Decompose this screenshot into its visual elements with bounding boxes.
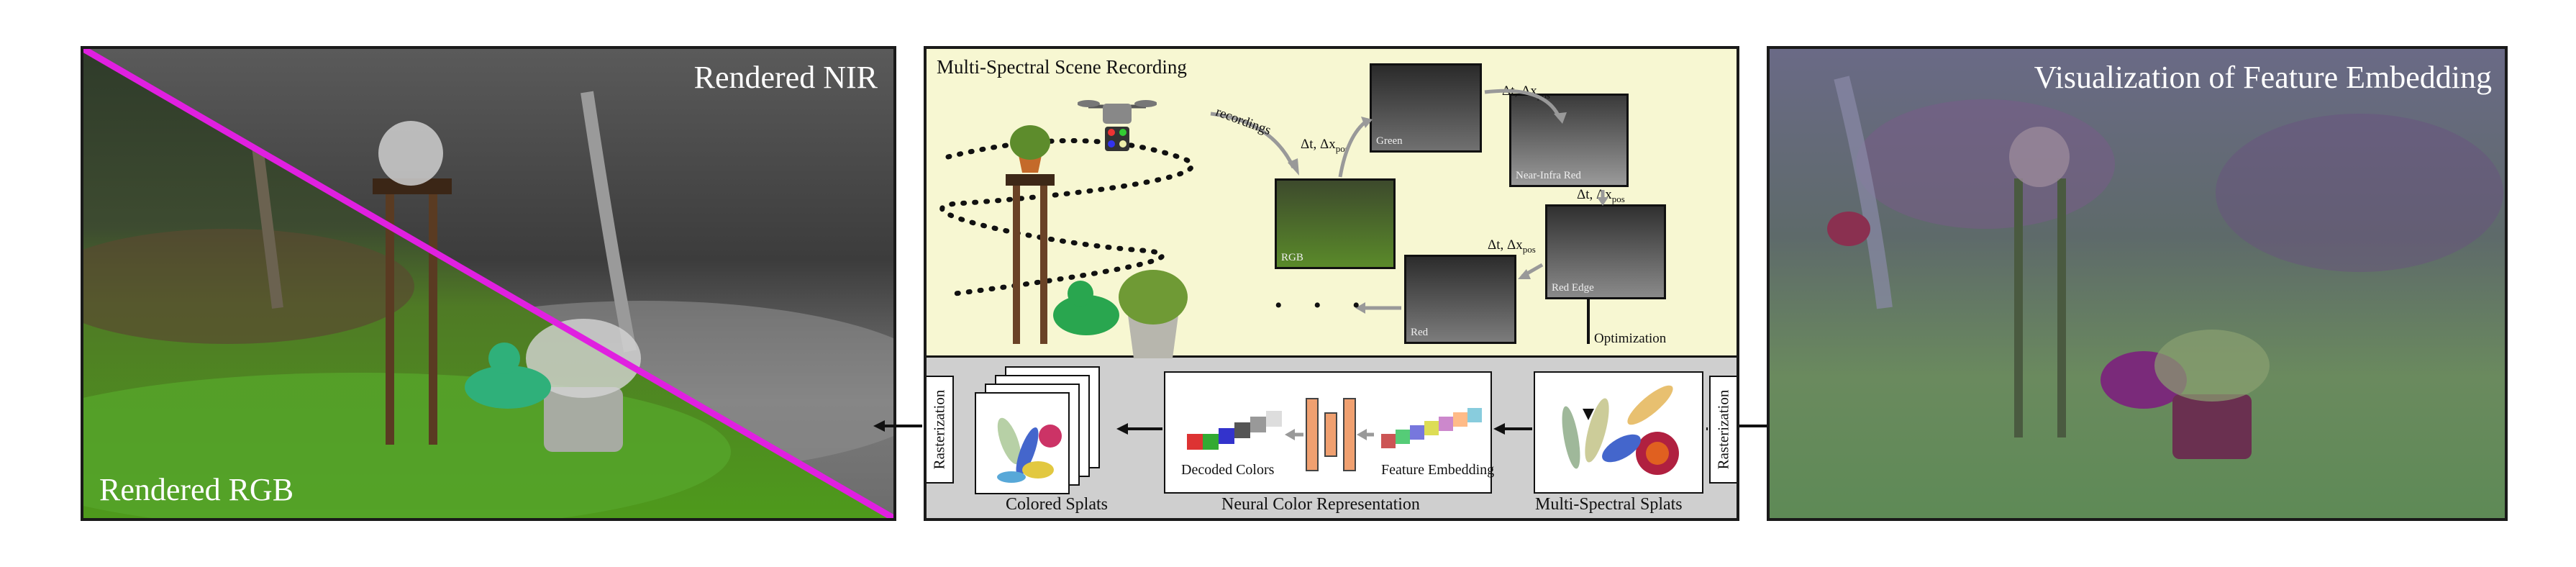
neural-color-label: Neural Color Representation [1221, 495, 1420, 514]
frame-arrows [1338, 89, 1608, 344]
neural-color-box: Decoded Colors Feature Embedding [1164, 371, 1495, 494]
feature-embedding-label: Feature Embedding [1381, 462, 1495, 478]
ellipsis: • • • [1275, 294, 1373, 317]
multispectral-splats-label: Multi-Spectral Splats [1535, 495, 1683, 514]
drone-icon [1078, 100, 1157, 151]
scene-recording-title: Multi-Spectral Scene Recording [937, 56, 1187, 78]
recordings-arrow [1210, 112, 1299, 176]
decoded-colors-label: Decoded Colors [1181, 462, 1275, 478]
multispectral-splats-box [1534, 371, 1703, 494]
neural-network-icon [1187, 398, 1482, 471]
colored-splats-label: Colored Splats [1006, 495, 1108, 514]
rasterization-box-left: Rasterization [927, 376, 954, 484]
feature-embedding-title: Visualization of Feature Embedding [2034, 60, 2492, 95]
rendered-scene-image [83, 49, 893, 518]
multispectral-splats-icon [1562, 385, 1679, 475]
frame-green: Green [1370, 63, 1482, 153]
colored-splats-stack [975, 366, 1100, 494]
feature-embedding-panel: Visualization of Feature Embedding [1767, 46, 2508, 521]
pipeline-panel: Multi-Spectral Scene Recording [924, 46, 1739, 521]
pipeline-arrows [1116, 409, 1708, 435]
feature-embedding-image [1770, 49, 2505, 518]
rgb-label: Rendered RGB [99, 472, 294, 507]
delta-label-4: Δt, Δxpos [1488, 237, 1536, 255]
rasterization-box-right: Rasterization [1709, 376, 1737, 484]
scene-recording-section: Multi-Spectral Scene Recording [927, 49, 1737, 358]
optimization-label: Optimization [1594, 331, 1667, 346]
frame-red-edge: Red Edge [1545, 204, 1666, 299]
rendered-scene-panel: Rendered NIR Rendered RGB [81, 46, 896, 521]
frame-nir: Near-Infra Red [1509, 94, 1629, 187]
frame-red: Red [1404, 255, 1516, 344]
frame-rgb: RGB [1275, 178, 1396, 269]
scene-illustration [939, 125, 1195, 358]
nir-label: Rendered NIR [693, 60, 878, 95]
